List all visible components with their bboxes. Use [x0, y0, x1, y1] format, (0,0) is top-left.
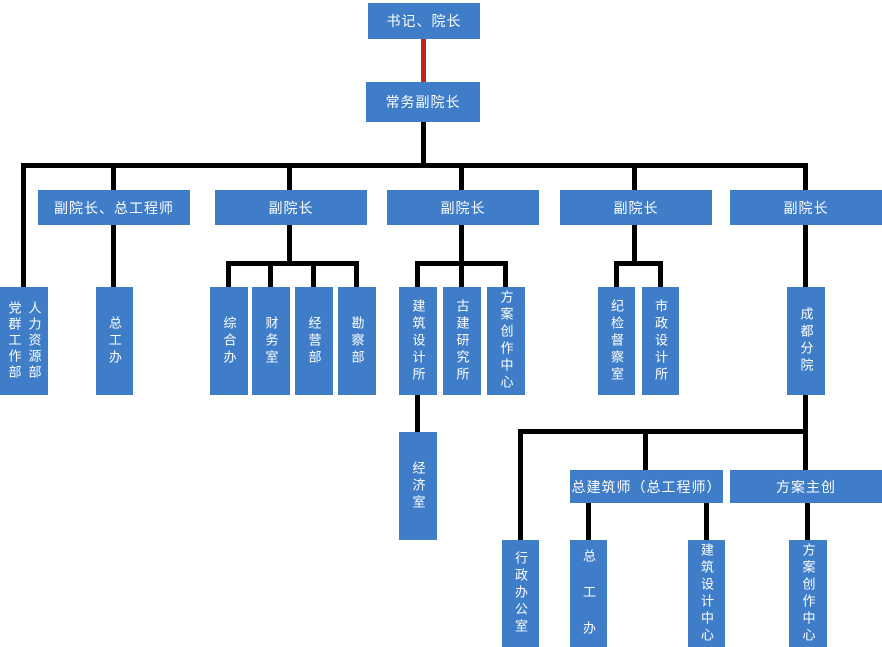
org-node-ancient-arch-inst: 古建研究所 — [443, 287, 481, 395]
org-node-vice-dean-chief-eng: 副院长、总工程师 — [38, 190, 190, 225]
connector-bus-to-vice-dean-3 — [632, 163, 637, 190]
org-node-chief-architect: 总建筑师（总工程师） — [570, 470, 723, 503]
connector-vice-dean-2-stem — [459, 225, 464, 263]
org-node-scheme-lead: 方案主创 — [730, 470, 882, 503]
connector-to-scheme-lead — [803, 429, 808, 470]
org-node-municipal-design-inst: 市政设计所 — [642, 287, 679, 395]
org-node-arch-design-center: 建筑设计中心 — [688, 540, 725, 647]
org-node-vice-dean-4: 副院长 — [730, 190, 882, 225]
connector-vice-dean-chief-eng-to-chief-eng-office — [111, 225, 116, 287]
connector-bus-to-party-mass-hr — [21, 163, 26, 287]
connector-to-scheme-creation-center-2 — [805, 503, 810, 540]
connector-vice-dean-4-to-chengdu — [803, 225, 808, 287]
connector-to-arch-design-center — [704, 503, 709, 540]
org-node-scheme-creation-center-1: 方案创作中心 — [487, 287, 525, 395]
org-node-chief-eng-office-branch: 总 工 办 — [570, 540, 607, 647]
org-node-operations-dept: 经营部 — [295, 287, 333, 395]
connector-to-arch-design-inst — [415, 261, 420, 287]
org-node-chengdu-branch: 成都分院 — [787, 287, 825, 395]
connector-bus-to-vice-dean-2 — [459, 163, 464, 190]
connector-to-discipline-office — [614, 261, 619, 287]
connector-to-survey-dept — [354, 261, 359, 287]
connector-to-general-office — [226, 261, 231, 287]
connector-vice-dean-1-bus — [226, 261, 359, 266]
connector-to-municipal-design-inst — [658, 261, 663, 287]
org-node-finance-office: 财务室 — [252, 287, 290, 395]
connector-arch-design-inst-to-economy-office — [415, 395, 420, 432]
org-node-discipline-office: 纪检督察室 — [598, 287, 635, 395]
org-node-vice-dean-3: 副院长 — [560, 190, 712, 225]
connector-main-bus — [21, 163, 808, 168]
org-node-vice-dean-1: 副院长 — [215, 190, 367, 225]
org-node-vice-dean-2: 副院长 — [387, 190, 539, 225]
org-node-general-office: 综合办 — [210, 287, 248, 395]
connector-to-chief-eng-office-branch — [586, 503, 591, 540]
connector-to-operations-dept — [311, 261, 316, 287]
org-node-economy-office: 经济室 — [399, 432, 437, 540]
connector-to-scheme-creation-center-1 — [503, 261, 508, 287]
org-node-survey-dept: 勘察部 — [338, 287, 376, 395]
connector-bus-to-vice-dean-1 — [287, 163, 292, 190]
connector-secretary-to-exec-red — [421, 39, 426, 82]
connector-chengdu-bus — [518, 429, 808, 434]
org-node-scheme-creation-center-2: 方案创作中心 — [789, 540, 827, 647]
org-node-arch-design-inst: 建筑设计所 — [399, 287, 437, 395]
org-node-secretary-dean: 书记、院长 — [368, 3, 480, 39]
connector-to-admin-office — [518, 429, 523, 540]
org-node-admin-office: 行政办公室 — [502, 540, 539, 647]
connector-to-chief-architect — [643, 429, 648, 470]
connector-chengdu-stem — [803, 395, 808, 434]
org-node-hr-dept: 人力资源部 — [26, 301, 42, 381]
org-node-party-mass-and-hr: 党群工作部 人力资源部 — [0, 287, 48, 395]
connector-bus-to-vice-dean-chief-eng — [111, 163, 116, 190]
connector-exec-to-bus — [421, 122, 426, 165]
org-node-exec-vice-dean: 常务副院长 — [366, 82, 480, 122]
connector-bus-to-vice-dean-4 — [803, 163, 808, 190]
connector-to-finance-office — [268, 261, 273, 287]
connector-vice-dean-3-bus — [614, 261, 663, 266]
org-node-chief-eng-office: 总工办 — [96, 287, 133, 395]
org-node-party-mass-dept: 党群工作部 — [6, 301, 22, 381]
connector-to-ancient-arch-inst — [459, 261, 464, 287]
connector-vice-dean-3-stem — [632, 225, 637, 263]
connector-vice-dean-1-stem — [287, 225, 292, 263]
